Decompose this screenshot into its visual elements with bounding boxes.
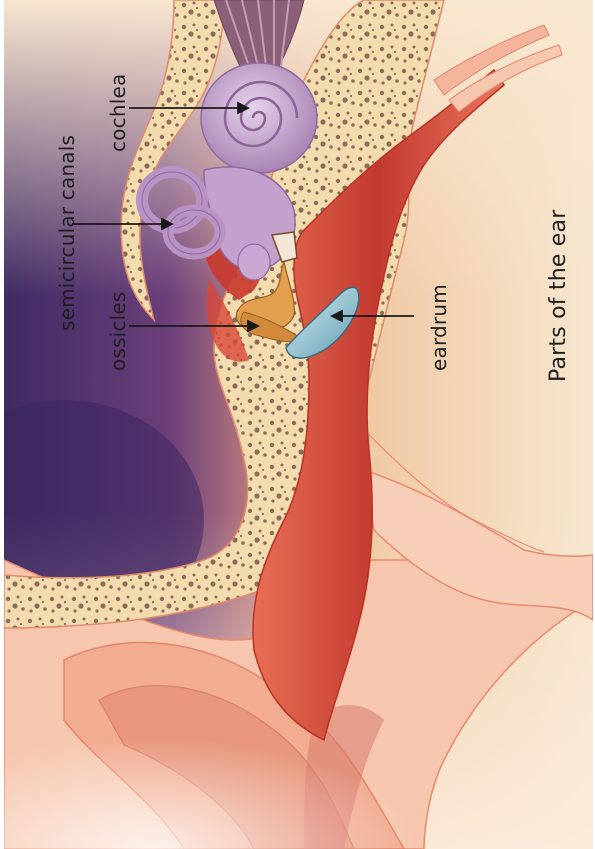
- diagram-caption: Parts of the ear: [546, 210, 571, 382]
- ear-anatomy-illustration: [4, 0, 593, 849]
- label-cochlea: cochlea: [106, 74, 130, 152]
- label-eardrum: eardrum: [427, 284, 451, 371]
- diagram-canvas: cochlea semicircular canals ossicles ear…: [4, 0, 593, 849]
- label-semicircular-canals: semicircular canals: [55, 135, 79, 331]
- cochlea: [201, 63, 317, 173]
- label-ossicles: ossicles: [106, 291, 130, 371]
